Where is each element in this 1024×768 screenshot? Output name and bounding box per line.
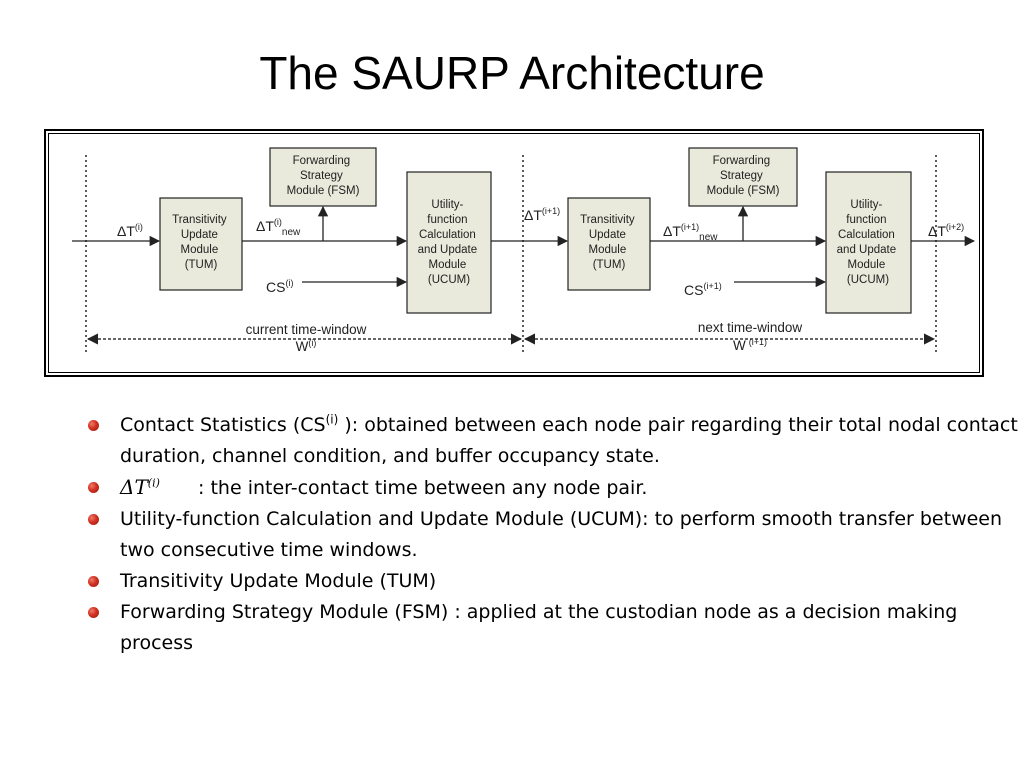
bullet-inter-contact-time: ΔT(i) : the inter-contact time between a… xyxy=(88,472,1018,504)
cs-i-label: CS(i) xyxy=(266,278,293,295)
slide-title: The SAURP Architecture xyxy=(259,47,765,99)
bullet-icon xyxy=(88,482,99,493)
dt-new-label-2: ΔT(i+1)new xyxy=(663,222,718,243)
architecture-diagram: ΔT(i) Transitivity Update Module (TUM) F… xyxy=(72,147,976,355)
bullet-icon xyxy=(88,576,99,587)
delta-t-math: ΔT(i) xyxy=(120,475,160,499)
ucum-box-1 xyxy=(406,171,492,314)
ucum-box-2-text: Utility- function Calculation and Update… xyxy=(837,199,900,286)
bullet-icon xyxy=(88,607,99,618)
ucum-box-1-text: Utility- function Calculation and Update… xyxy=(418,199,481,286)
dt-i1-label: ΔT(i+1) xyxy=(524,206,560,223)
bullet-ucum: Utility-function Calculation and Update … xyxy=(88,504,1018,566)
fsm-box-2 xyxy=(688,147,798,207)
ucum-box-2 xyxy=(825,171,912,314)
fsm-box-1 xyxy=(269,147,377,207)
tum-box-1 xyxy=(159,197,243,291)
bullet-tum: Transitivity Update Module (TUM) xyxy=(88,566,1018,597)
dt-i2-label: ΔT(i+2) xyxy=(928,222,964,239)
bullet-icon xyxy=(88,420,99,431)
bullet-fsm: Forwarding Strategy Module (FSM) : appli… xyxy=(88,597,1018,659)
diagram-frame xyxy=(44,129,984,377)
dt-new-label-1: ΔT(i)new xyxy=(256,217,301,238)
dt-i-label: ΔT(i) xyxy=(117,222,143,239)
bullet-list: Contact Statistics (CS(i) ): obtained be… xyxy=(88,410,1018,659)
tum-box-2-text: Transitivity Update Module (TUM) xyxy=(580,214,638,271)
current-window-symbol: W(i) xyxy=(296,338,317,354)
fsm-box-2-text: Forwarding Strategy Module (FSM) xyxy=(707,155,780,197)
next-window-symbol: W(i+1) xyxy=(733,337,767,353)
tum-box-2 xyxy=(567,197,651,291)
tum-box-1-text: Transitivity Update Module (TUM) xyxy=(172,214,230,271)
fsm-box-1-text: Forwarding Strategy Module (FSM) xyxy=(287,155,360,197)
bullet-icon xyxy=(88,514,99,525)
next-window-label: next time-window xyxy=(698,320,803,335)
cs-i1-label: CS(i+1) xyxy=(684,281,722,298)
bullet-contact-statistics: Contact Statistics (CS(i) ): obtained be… xyxy=(88,410,1018,472)
current-window-label: current time-window xyxy=(246,322,367,337)
